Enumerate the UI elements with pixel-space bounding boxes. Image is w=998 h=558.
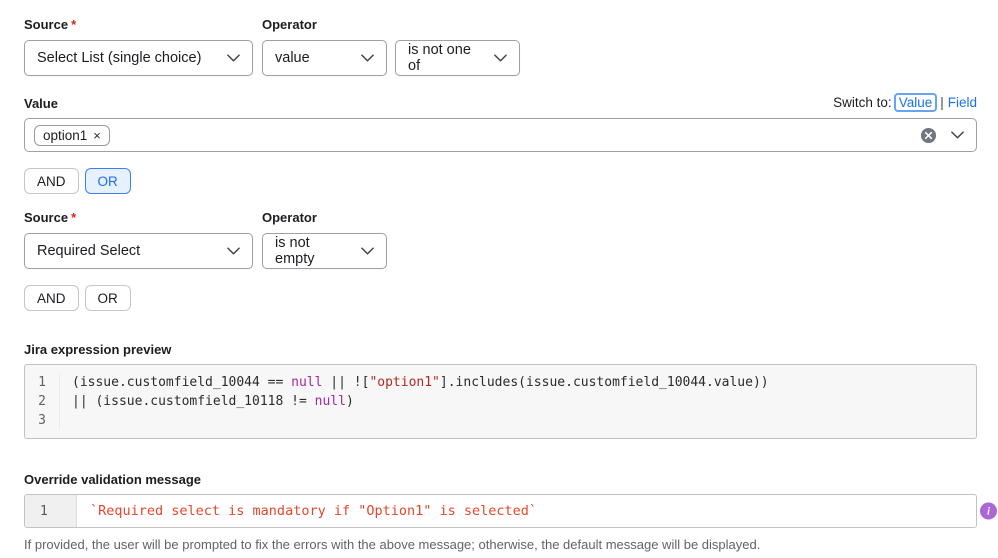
- operator2-field-1: is not one of: [395, 17, 520, 76]
- value-header: Value Switch to: Value | Field: [24, 93, 977, 112]
- chevron-down-icon: [227, 54, 240, 62]
- switch-to-label: Switch to:: [833, 95, 892, 110]
- override-message-row: 1 `Required select is mandatory if "Opti…: [24, 494, 997, 528]
- override-help-text: If provided, the user will be prompted t…: [24, 537, 761, 552]
- join-group-1: AND OR: [24, 168, 977, 194]
- chevron-down-icon: [227, 247, 240, 255]
- override-message-editor[interactable]: 1 `Required select is mandatory if "Opti…: [24, 494, 977, 528]
- comparison-select-value: is not one of: [408, 42, 471, 74]
- expression-code: (issue.customfield_10044 == null || !["o…: [72, 375, 769, 409]
- or-button-1[interactable]: OR: [84, 168, 131, 194]
- required-asterisk: *: [71, 17, 77, 32]
- line-number-gutter: 1: [25, 495, 77, 527]
- operator-label: Operator: [262, 210, 317, 225]
- source-select-2[interactable]: Required Select: [24, 233, 253, 269]
- label-spacer: [395, 17, 520, 40]
- source-select-value: Select List (single choice): [37, 50, 202, 66]
- chevron-down-icon: [361, 247, 374, 255]
- operator-select-value: value: [275, 50, 310, 66]
- chevron-down-icon: [494, 54, 507, 62]
- condition-row-2: Source* Required Select Operator is not …: [24, 210, 977, 269]
- switch-to-toggle: Switch to: Value | Field: [833, 93, 977, 112]
- switch-field-link[interactable]: Field: [947, 95, 977, 110]
- operator-field-1: Operator value: [262, 17, 387, 76]
- value-chip: option1 ×: [34, 124, 110, 146]
- value-chip-label: option1: [43, 127, 88, 143]
- source-label: Source*: [24, 210, 253, 226]
- source-label: Source*: [24, 17, 253, 33]
- source-field-2: Source* Required Select: [24, 210, 253, 269]
- source-select-2-value: Required Select: [37, 243, 141, 259]
- source-label-text: Source: [24, 210, 69, 225]
- operator-select[interactable]: value: [262, 40, 387, 76]
- condition-row-1: Source* Select List (single choice) Oper…: [24, 17, 977, 76]
- source-label-text: Source: [24, 17, 69, 32]
- and-button-2[interactable]: AND: [24, 285, 79, 311]
- operator-field-2: Operator is not empty: [262, 210, 387, 269]
- source-field-1: Source* Select List (single choice): [24, 17, 253, 76]
- chevron-down-icon: [361, 54, 374, 62]
- value-label: Value: [24, 96, 58, 111]
- switch-separator: |: [940, 95, 944, 110]
- operator-select-2[interactable]: is not empty: [262, 233, 387, 269]
- expression-preview-label: Jira expression preview: [24, 342, 172, 357]
- override-message-label: Override validation message: [24, 472, 202, 487]
- value-multiselect[interactable]: option1 ×: [24, 118, 977, 152]
- and-button-1[interactable]: AND: [24, 168, 79, 194]
- override-message-code: `Required select is mandatory if "Option…: [90, 503, 538, 519]
- source-select[interactable]: Select List (single choice): [24, 40, 253, 76]
- chip-remove-icon[interactable]: ×: [93, 127, 101, 143]
- operator-select-2-value: is not empty: [275, 235, 315, 267]
- comparison-select[interactable]: is not one of: [395, 40, 520, 76]
- switch-value-link[interactable]: Value: [893, 93, 938, 112]
- required-asterisk: *: [71, 210, 77, 225]
- or-button-2[interactable]: OR: [84, 285, 131, 311]
- chevron-down-icon[interactable]: [951, 131, 964, 139]
- info-icon[interactable]: i: [980, 502, 997, 520]
- join-group-2: AND OR: [24, 285, 977, 311]
- operator-label: Operator: [262, 17, 317, 32]
- clear-all-icon[interactable]: [920, 127, 937, 144]
